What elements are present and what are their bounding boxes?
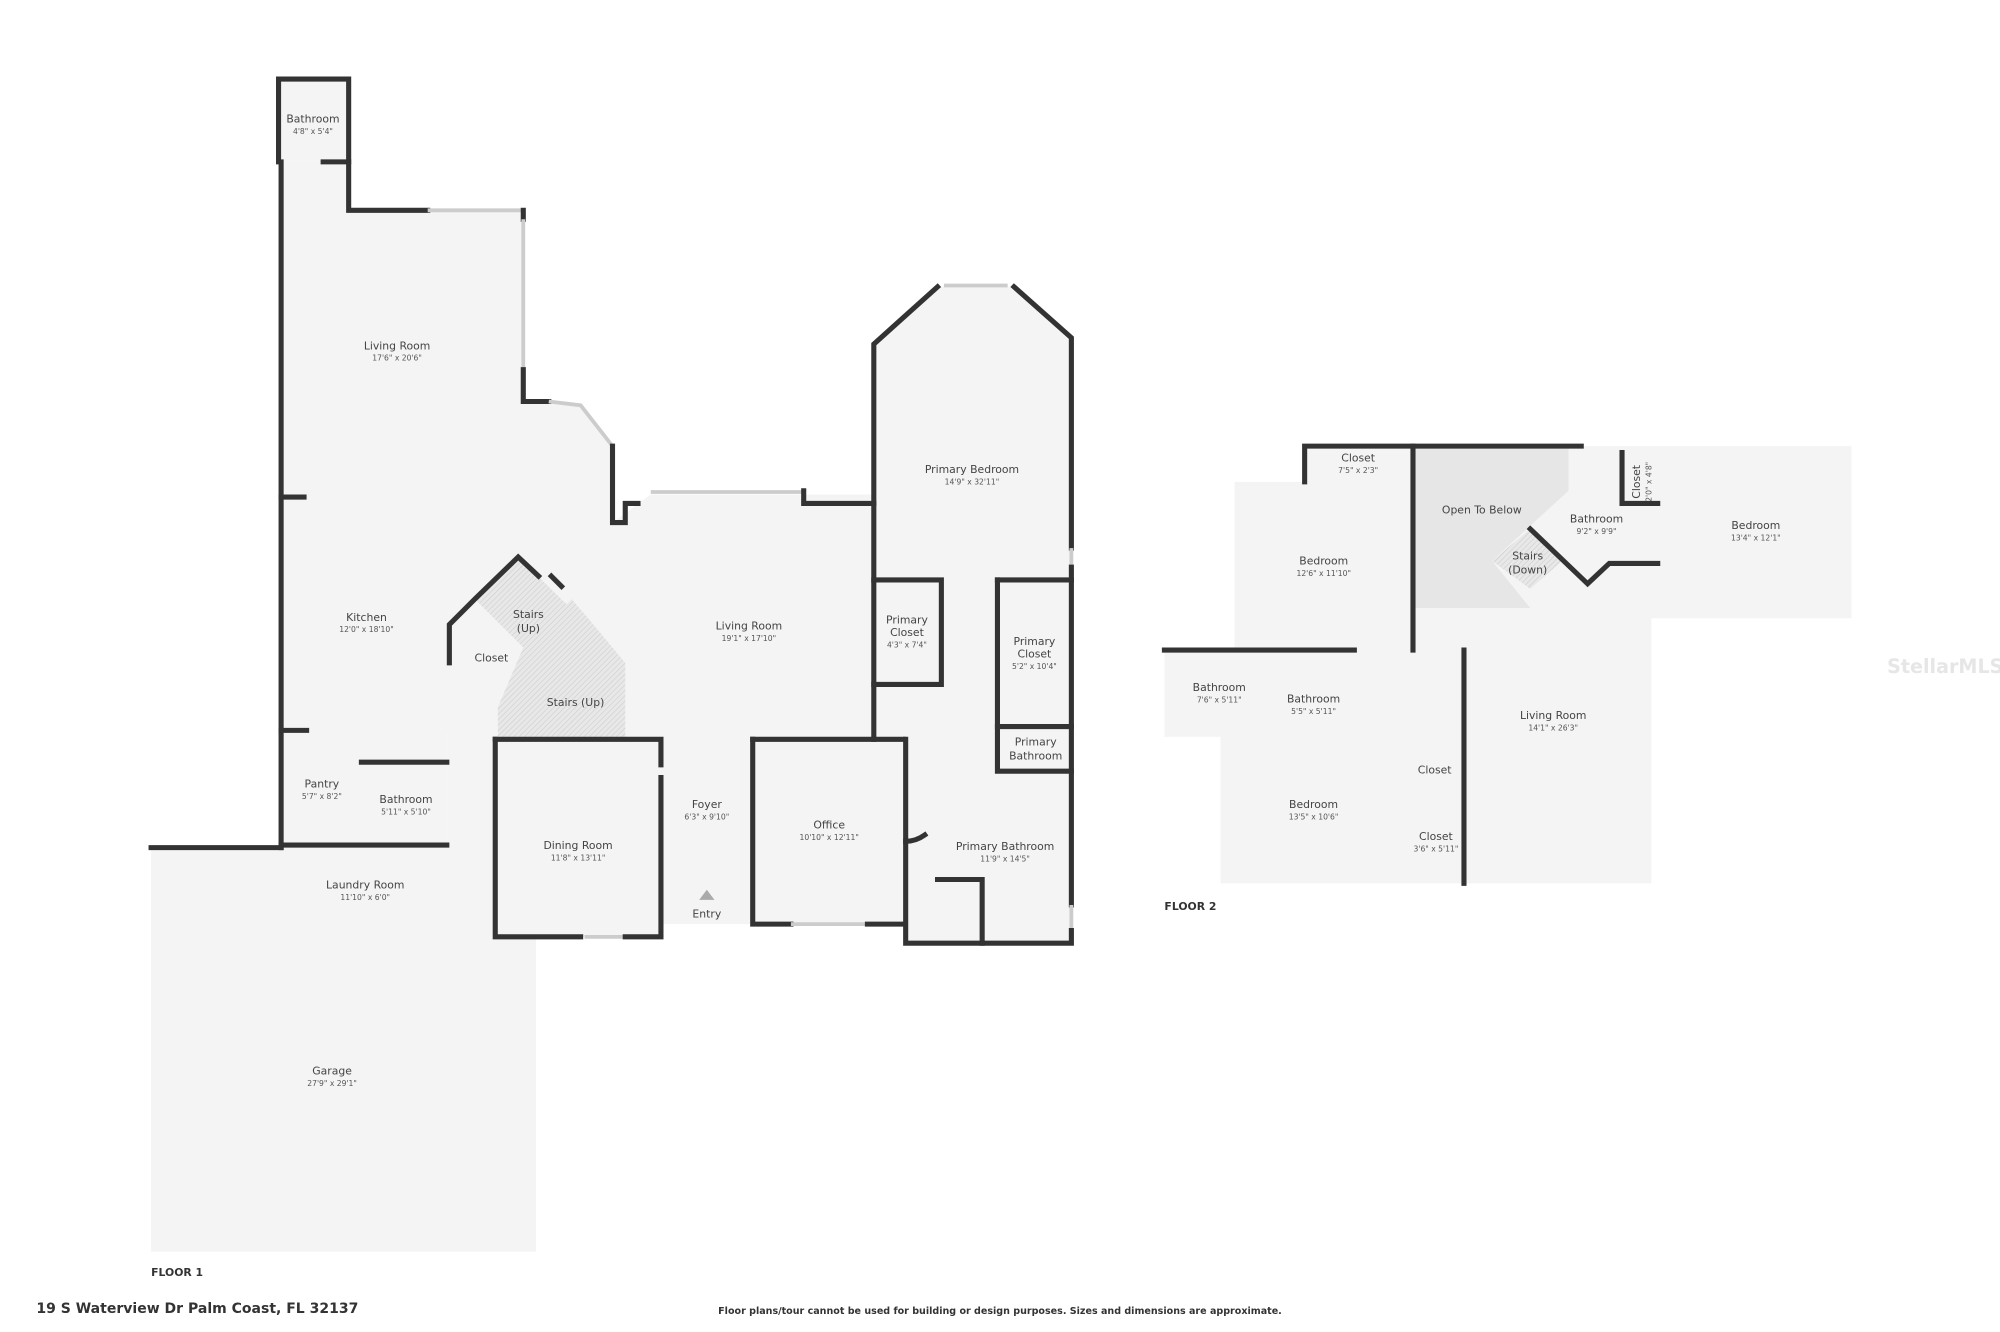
room-name: Primary — [886, 613, 928, 626]
room-name: Primary — [1015, 736, 1057, 749]
room-name: (Down) — [1508, 564, 1547, 577]
room-dims: 9'2" x 9'9" — [1577, 527, 1617, 536]
floor-2-labels: Closet 7'5" x 2'3" Open To Below Bathroo… — [1164, 451, 1780, 913]
room-dims: 10'10" x 12'11" — [800, 833, 859, 842]
room-name: Closet — [1418, 764, 1452, 777]
room-name: Garage — [312, 1065, 352, 1078]
room-name: Laundry Room — [326, 878, 404, 891]
open-to-below — [1412, 446, 1569, 609]
room-name: Bathroom — [379, 793, 432, 806]
room-name: Living Room — [1520, 709, 1586, 722]
room-dims: 13'4" x 12'1" — [1731, 533, 1781, 542]
room-dims: 27'9" x 29'1" — [307, 1079, 357, 1088]
room-dims: 17'6" x 20'6" — [372, 354, 422, 363]
room-dims: 11'9" x 14'5" — [980, 855, 1030, 864]
room-name: Living Room — [716, 620, 782, 633]
room-name: Living Room — [364, 339, 430, 352]
room-name: Stairs — [1512, 550, 1543, 563]
disclaimer: Floor plans/tour cannot be used for buil… — [718, 1306, 1282, 1317]
room-dims: 2'0" x 4'8" — [1644, 462, 1653, 502]
room-name: Closet — [890, 626, 924, 639]
room-dims: 5'2" x 10'4" — [1012, 662, 1057, 671]
room-name: Bedroom — [1731, 519, 1780, 532]
entry-label: Entry — [692, 908, 721, 921]
room-dims: 11'10" x 6'0" — [340, 893, 390, 902]
room-name: Stairs — [513, 608, 544, 621]
stairs-up-2 — [497, 599, 626, 740]
floor-1: Bathroom 4'8" x 5'4" Living Room 17'6" x… — [148, 76, 1074, 1279]
room-dims: 19'1" x 17'10" — [722, 634, 777, 643]
property-address: 19 S Waterview Dr Palm Coast, FL 32137 — [36, 1301, 358, 1317]
room-name: Closet — [1341, 451, 1375, 464]
room-dims: 13'5" x 10'6" — [1289, 813, 1339, 822]
room-name: Closet — [1630, 465, 1643, 499]
room-name: Bathroom — [286, 112, 339, 125]
room-name: Closet — [1419, 830, 1453, 843]
room-name: Dining Room — [543, 839, 612, 852]
room-dims: 14'1" x 26'3" — [1528, 723, 1578, 732]
room-name: Primary — [1013, 635, 1055, 648]
room-dims: 5'7" x 8'2" — [302, 792, 342, 801]
room-name: (Up) — [517, 622, 540, 635]
room-name: Bedroom — [1299, 555, 1348, 568]
floor-2-walls — [1161, 443, 1661, 886]
room-name: Closet — [1018, 648, 1052, 661]
watermark-logo: StellarMLS — [1887, 655, 2000, 678]
room-name: Bathroom — [1193, 681, 1246, 694]
floor-1-labels: Bathroom 4'8" x 5'4" Living Room 17'6" x… — [151, 112, 1062, 1279]
room-dims: 7'6" x 5'11" — [1197, 695, 1242, 704]
room-dims: 11'8" x 13'11" — [551, 853, 606, 862]
room-name: Bathroom — [1009, 750, 1062, 763]
room-name: Bathroom — [1570, 513, 1623, 526]
room-name: Primary Bathroom — [956, 840, 1054, 853]
room-dims: 14'9" x 32'11" — [945, 477, 1000, 486]
room-dims: 5'11" x 5'10" — [381, 807, 431, 816]
room-dims: 7'5" x 2'3" — [1338, 466, 1378, 475]
room-name: Open To Below — [1442, 504, 1522, 517]
entry-arrow-icon — [699, 889, 715, 900]
room-dims: 12'6" x 11'10" — [1296, 569, 1351, 578]
room-dims: 6'3" x 9'10" — [684, 813, 729, 822]
room-name: Pantry — [305, 778, 340, 791]
room-name: Stairs (Up) — [547, 696, 605, 709]
room-name: Kitchen — [346, 611, 387, 624]
room-name: Office — [813, 819, 845, 832]
floor-2-label: FLOOR 2 — [1164, 900, 1216, 913]
floor-1-walls — [148, 76, 1074, 946]
room-name: Bathroom — [1287, 692, 1340, 705]
room-name: Primary Bedroom — [925, 463, 1019, 476]
room-dims: 3'6" x 5'11" — [1414, 844, 1459, 853]
room-dims: 4'8" x 5'4" — [293, 127, 333, 136]
floor-2: Closet 7'5" x 2'3" Open To Below Bathroo… — [1161, 443, 1852, 913]
floor-1-label: FLOOR 1 — [151, 1266, 203, 1279]
room-name: Bedroom — [1289, 798, 1338, 811]
room-dims: 5'5" x 5'11" — [1291, 707, 1336, 716]
room-name: Closet — [475, 652, 509, 665]
room-dims: 4'3" x 7'4" — [887, 641, 927, 650]
room-name: Foyer — [692, 798, 723, 811]
room-dims: 12'0" x 18'10" — [339, 625, 394, 634]
